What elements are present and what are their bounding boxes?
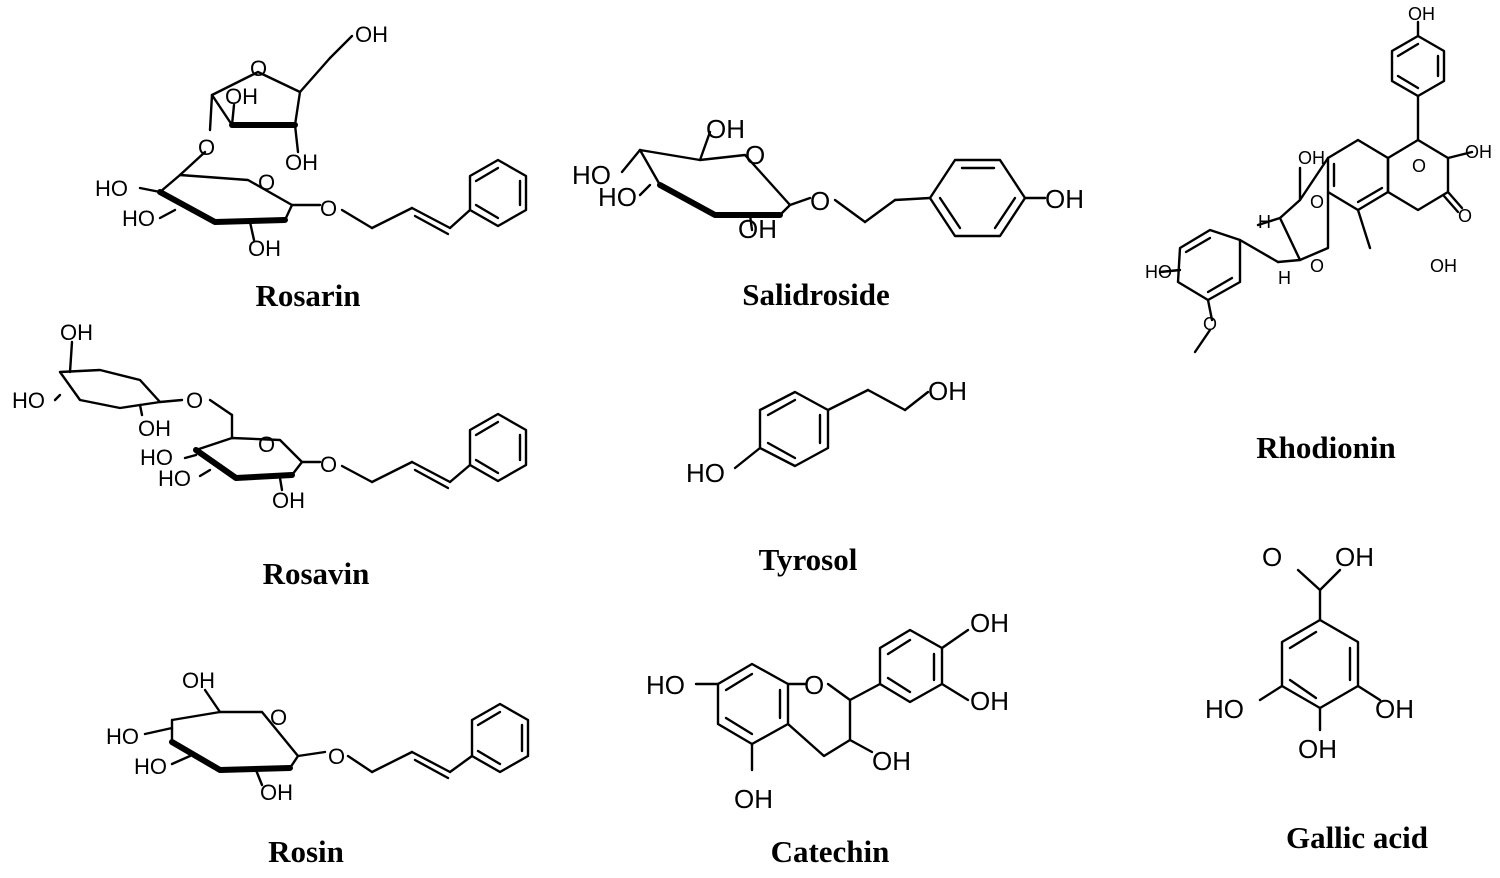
atom-o: O [270,705,287,730]
atom-oh: OH [970,686,1009,716]
compound-label: Gallic acid [1286,820,1428,855]
atom-o: O [1458,206,1472,226]
atom-oh: OH [272,488,305,513]
atom-ho: HO [95,176,128,201]
atom-h: H [1278,268,1291,288]
atom-ho: HO [12,388,45,413]
atom-oh: OH [928,376,967,406]
structure-rhodionin: OH O OH O OH O H O H OH HO O Rhodionin [1145,4,1492,465]
atom-o: O [198,135,215,160]
atom-ho: HO [158,466,191,491]
atom-ho: HO [646,670,685,700]
atom-oh: OH [1298,734,1337,764]
atom-o: O [810,186,830,216]
atom-oh: OH [970,608,1009,638]
atom-oh: OH [1335,542,1374,572]
atom-ho: HO [686,458,725,488]
structure-rosavin: OH HO OH O O HO HO OH O Rosavin [12,320,528,591]
atom-oh: OH [355,22,388,47]
atom-o: O [1412,156,1426,176]
atom-oh: OH [1408,4,1435,24]
atom-oh: OH [285,150,318,175]
atom-ho: HO [1205,694,1244,724]
atom-oh: OH [734,784,773,814]
atom-oh: OH [182,668,215,693]
compound-label: Catechin [771,834,890,869]
compound-label: Rosavin [263,556,370,591]
structure-gallic-acid: O OH HO OH OH Gallic acid [1205,542,1428,855]
atom-o: O [1310,192,1324,212]
structure-salidroside: OH HO HO O OH O OH Salidroside [572,114,1084,312]
atom-o: O [186,388,203,413]
atom-o: O [328,744,345,769]
atom-ho: HO [106,724,139,749]
atom-oh: OH [1298,148,1325,168]
atom-oh: OH [1430,256,1457,276]
atom-oh: OH [1045,184,1084,214]
atom-oh: OH [1465,142,1492,162]
atom-o: O [320,196,337,221]
structure-rosarin: OH O OH OH O HO O HO OH O Rosarin [95,22,528,313]
atom-oh: OH [738,214,777,244]
atom-o: O [804,670,824,700]
atom-ho: HO [140,445,173,470]
atom-ho: HO [598,182,637,212]
atom-oh: OH [60,320,93,345]
atom-o: O [1262,542,1282,572]
atom-ho: HO [572,160,611,190]
atom-o: O [1310,256,1324,276]
structure-rosin: OH O HO HO OH O Rosin [106,668,530,869]
atom-o: O [745,140,765,170]
atom-oh: OH [706,114,745,144]
atom-ho: HO [122,206,155,231]
atom-o: O [250,56,267,81]
compound-label: Salidroside [742,277,890,312]
atom-oh: OH [1375,694,1414,724]
compound-label: Rhodionin [1256,430,1396,465]
atom-oh: OH [138,416,171,441]
atom-oh: OH [260,780,293,805]
atom-o: O [1203,314,1217,334]
compound-label: Rosarin [255,278,360,313]
compound-label: Rosin [268,834,344,869]
atom-o: O [258,432,275,457]
atom-ho: HO [134,754,167,779]
atom-oh: OH [872,746,911,776]
structure-catechin: HO O OH OH OH OH Catechin [646,608,1009,869]
structure-tyrosol: OH HO Tyrosol [686,376,967,577]
atom-oh: OH [225,84,258,109]
atom-o: O [258,170,275,195]
atom-h: H [1258,212,1271,232]
compound-label: Tyrosol [759,542,858,577]
atom-ho: HO [1145,262,1172,282]
atom-oh: OH [248,236,281,261]
atom-o: O [320,452,337,477]
